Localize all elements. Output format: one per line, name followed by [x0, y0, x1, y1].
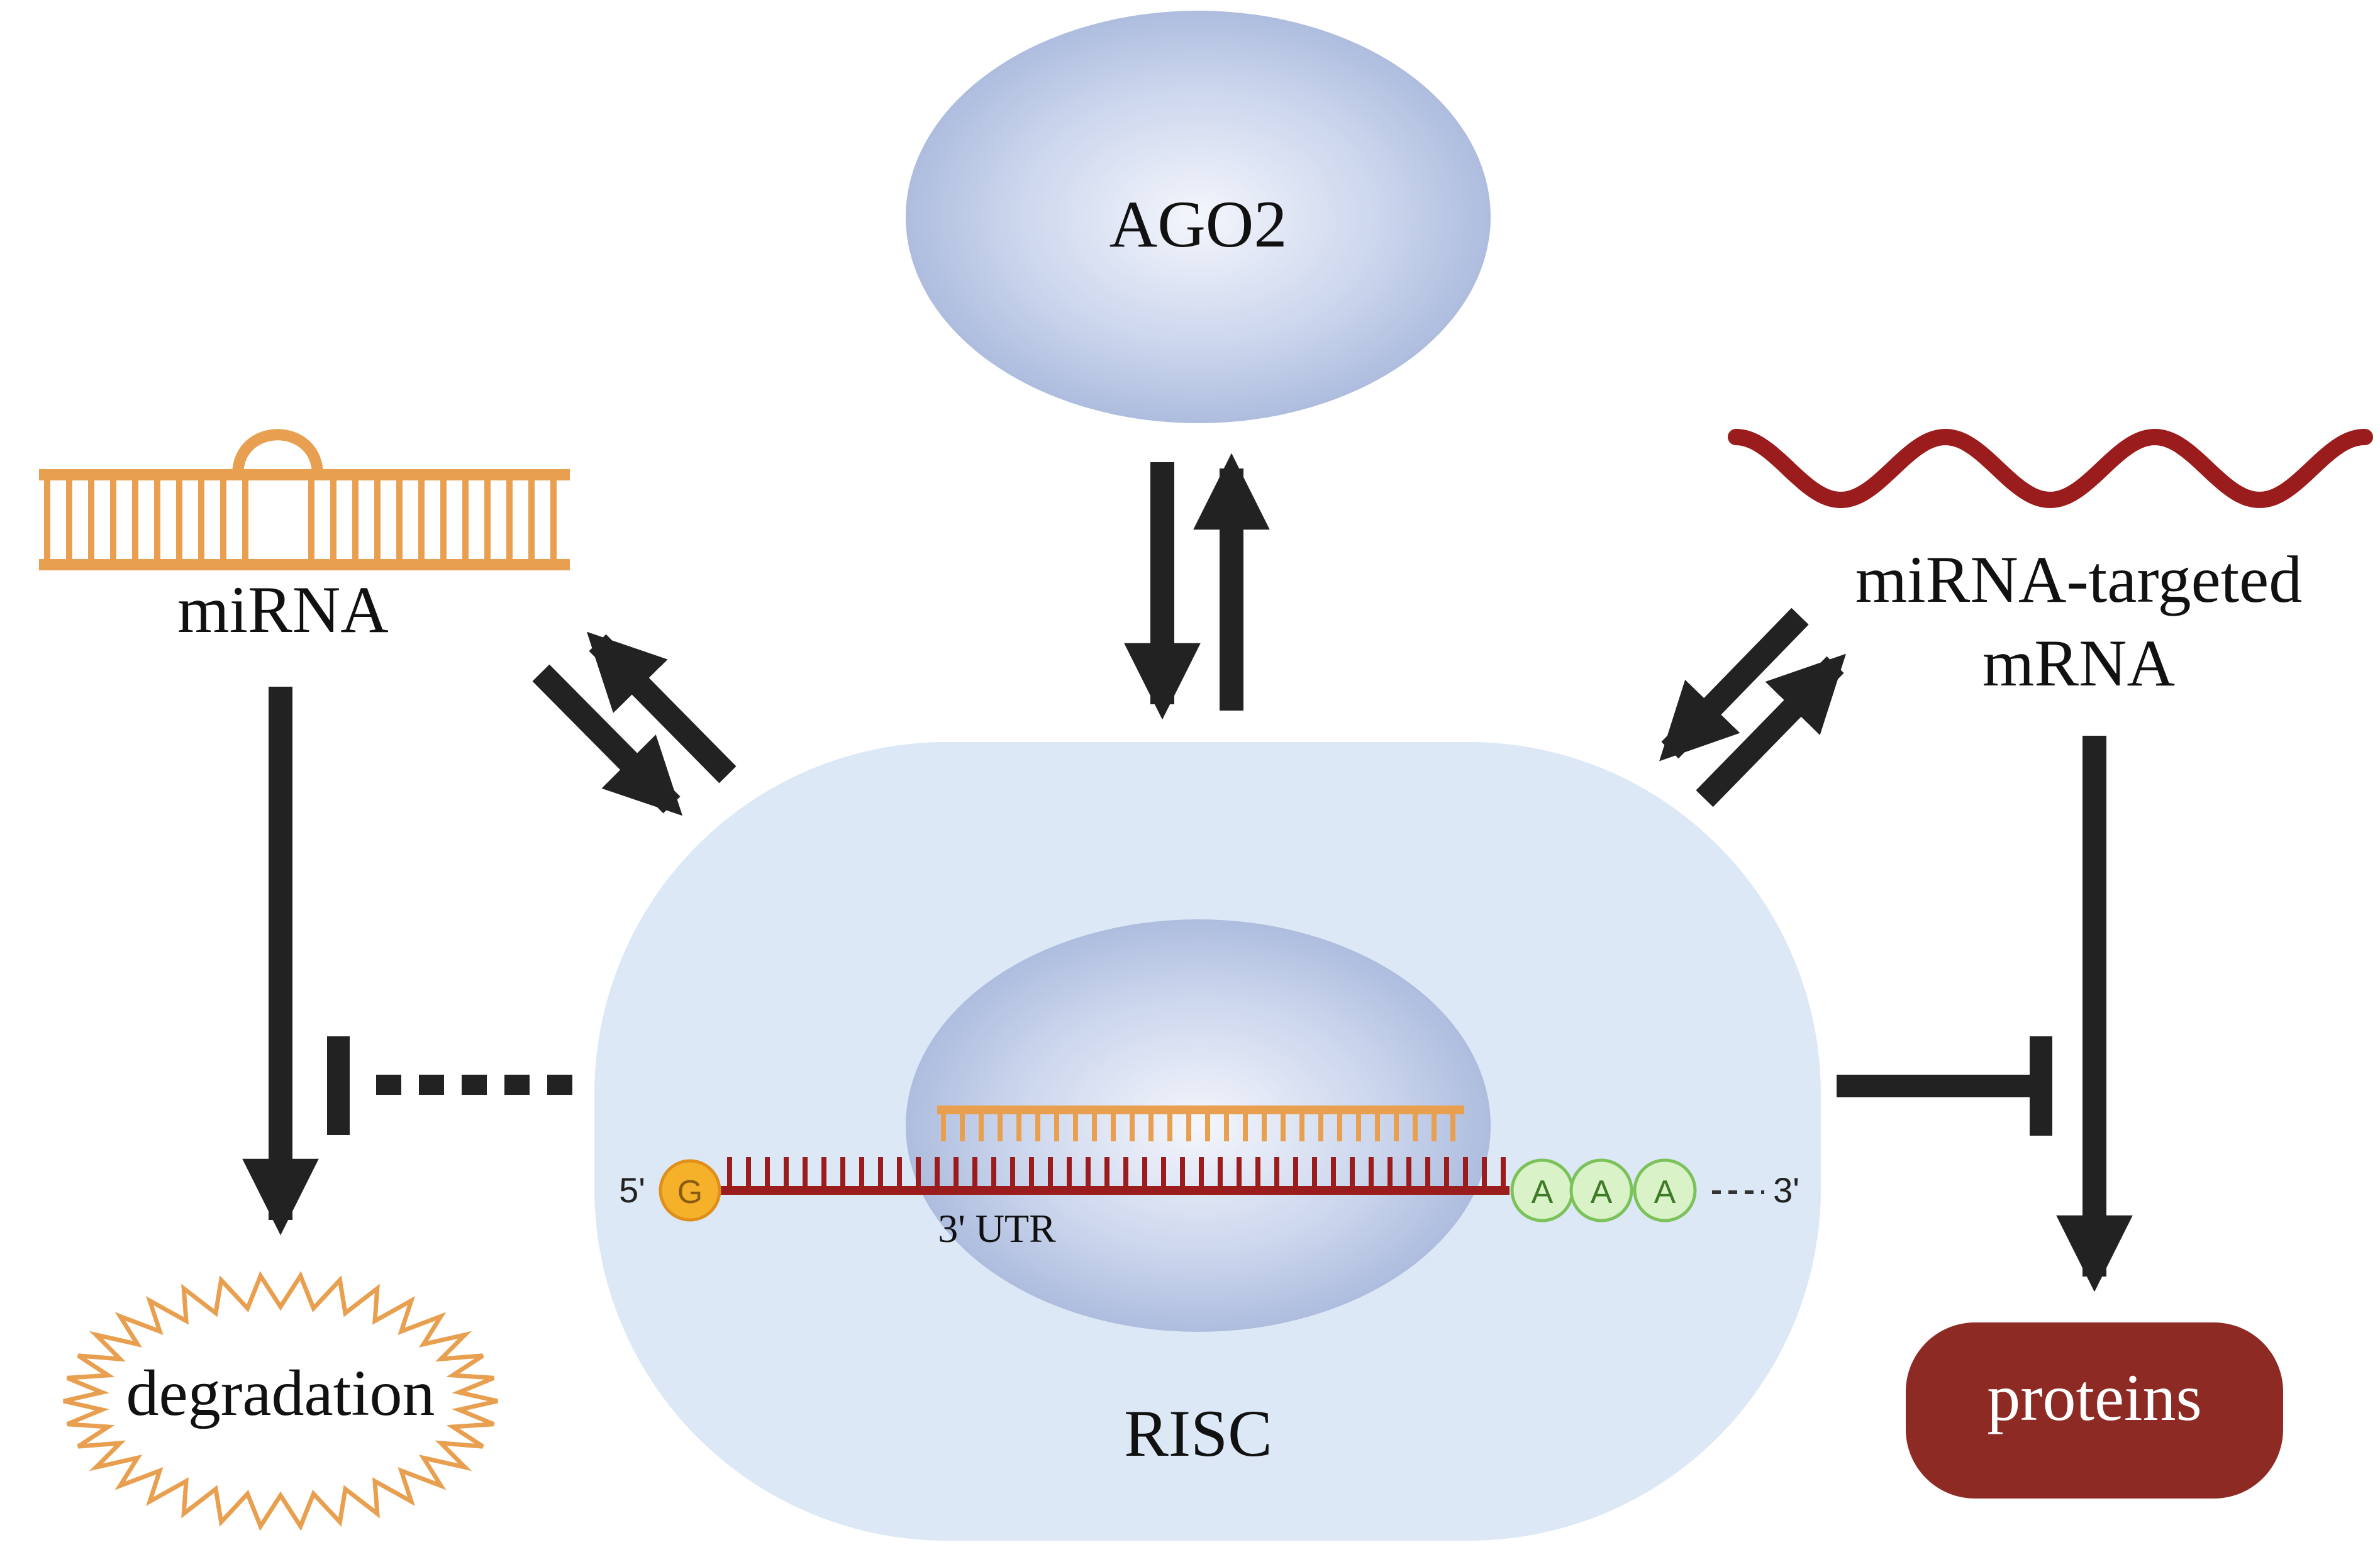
risc-label: RISC [1124, 1397, 1272, 1470]
mirna-risc-arrows [532, 631, 737, 816]
target-label-line2: mRNA [1982, 626, 2175, 700]
utr-label: 3' UTR [938, 1206, 1056, 1251]
poly-a-label: A [1591, 1174, 1613, 1211]
poly-a-label: A [1654, 1174, 1676, 1211]
arrow-from-risc-icon [1696, 653, 1846, 807]
arrow-from-risc-icon [586, 631, 737, 784]
mirna-hairpin-bases [44, 475, 557, 565]
inhibit-translation [1837, 1036, 2052, 1136]
ago2-protein: AGO2 [906, 11, 1491, 423]
arrow-to-risc-icon [1659, 607, 1809, 762]
degradation-burst: degradation [63, 1271, 498, 1531]
cap-circle [659, 1159, 721, 1222]
risc-ago2-ellipse [906, 919, 1491, 1332]
target-label-line1: miRNA-targeted [1855, 543, 2302, 616]
target-mrna: miRNA-targeted mRNA [1728, 428, 2373, 700]
poly-a-label: A [1532, 1174, 1554, 1211]
degradation-label: degradation [126, 1357, 435, 1429]
arrow-to-risc-icon [532, 664, 683, 816]
ago2-ellipse [906, 11, 1491, 423]
mirna-bulge [232, 429, 323, 475]
bound-mirna-bases [941, 1110, 1455, 1141]
proteins-shape [1906, 1322, 2283, 1499]
inhibit-degradation [327, 1036, 572, 1135]
poly-a-tail: A A A 3' [1510, 1158, 1799, 1222]
ago2-label: AGO2 [1109, 187, 1287, 261]
mirna-mrna-duplex: 5' G A A A 3' 3' UTR [619, 1105, 1799, 1251]
poly-a-circle [1633, 1158, 1697, 1222]
burst-icon [63, 1271, 498, 1531]
mirna-label: miRNA [177, 573, 389, 646]
five-prime-label: 5' [619, 1170, 645, 1210]
mirna-hairpin: miRNA [39, 429, 570, 646]
poly-a-circle [1569, 1158, 1633, 1222]
proteins-box: proteins [1906, 1322, 2283, 1499]
three-prime-label: 3' [1773, 1170, 1799, 1210]
proteins-label: proteins [1987, 1361, 2202, 1434]
target-risc-arrows [1659, 607, 1846, 807]
ago2-risc-arrows [1124, 453, 1270, 720]
mrna-wave-icon [1728, 428, 2373, 509]
cap-label: G [677, 1174, 703, 1211]
mrna-bases [727, 1157, 1506, 1190]
